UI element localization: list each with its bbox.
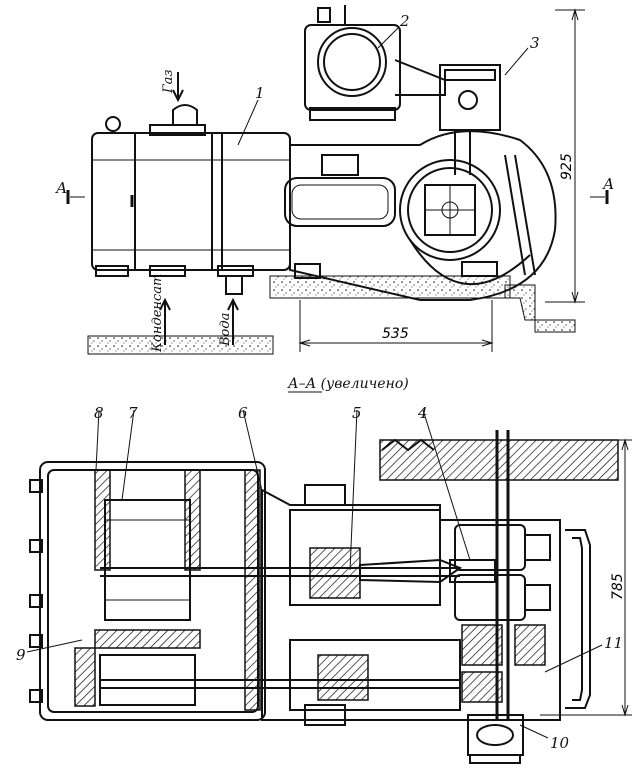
label-water: Вода xyxy=(218,313,233,347)
bolts-left xyxy=(29,479,43,703)
crankcase xyxy=(284,130,557,301)
callout-1: 1 xyxy=(255,84,265,102)
pulley xyxy=(379,439,619,481)
callout-6: 6 xyxy=(238,404,248,422)
electric-motor xyxy=(304,5,446,121)
section-marker-right: А xyxy=(602,175,614,193)
section-title: А–А (увеличено) xyxy=(287,376,409,392)
callout-11: 11 xyxy=(604,634,623,652)
foundation-right xyxy=(504,284,576,333)
dimension-535: 535 xyxy=(382,326,409,342)
foundation-left xyxy=(87,335,274,355)
callout-3: 3 xyxy=(530,34,540,52)
callout-7: 7 xyxy=(128,404,138,422)
callout-8: 8 xyxy=(94,404,104,422)
callout-5: 5 xyxy=(352,404,362,422)
callout-10: 10 xyxy=(550,734,570,752)
callout-2: 2 xyxy=(399,12,410,30)
cylinder-block xyxy=(91,104,291,295)
top-view: 1 2 3 А А 925 535 Газ Конденсат Вода xyxy=(55,5,614,355)
unit-3 xyxy=(439,64,501,175)
label-gas: Газ xyxy=(161,70,176,94)
dimension-785: 785 xyxy=(610,573,626,600)
foundation-center xyxy=(269,275,511,299)
callout-9: 9 xyxy=(16,646,26,664)
section-marker-left: А xyxy=(55,179,67,197)
label-condensate: Конденсат xyxy=(150,274,165,353)
section-view: 4 5 6 7 8 9 10 11 785 xyxy=(16,404,632,764)
callout-4: 4 xyxy=(417,404,428,422)
dimension-925: 925 xyxy=(559,153,575,180)
